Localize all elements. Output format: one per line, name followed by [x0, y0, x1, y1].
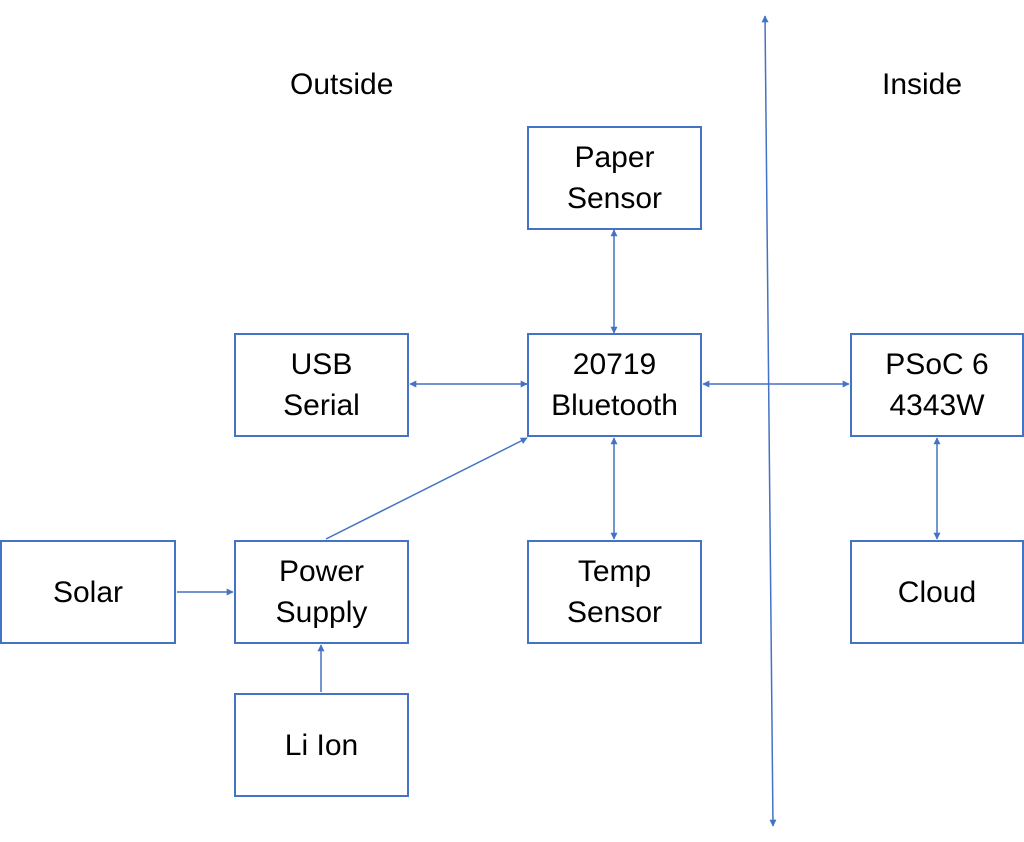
node-cloud: Cloud — [850, 540, 1024, 644]
node-psoc6-4343w: PSoC 6 4343W — [850, 333, 1024, 437]
node-solar: Solar — [0, 540, 176, 644]
node-power-supply: Power Supply — [234, 540, 409, 644]
node-paper-sensor: Paper Sensor — [527, 126, 702, 230]
connector-power-supply-bluetooth — [325, 437, 528, 540]
node-temp-sensor: Temp Sensor — [527, 540, 702, 644]
node-li-ion: Li Ion — [234, 693, 409, 797]
inside-outside-divider — [761, 15, 777, 827]
node-20719-bluetooth: 20719 Bluetooth — [527, 333, 702, 437]
node-usb-serial: USB Serial — [234, 333, 409, 437]
region-label-inside: Inside — [882, 68, 963, 101]
region-label-outside: Outside — [290, 68, 394, 101]
